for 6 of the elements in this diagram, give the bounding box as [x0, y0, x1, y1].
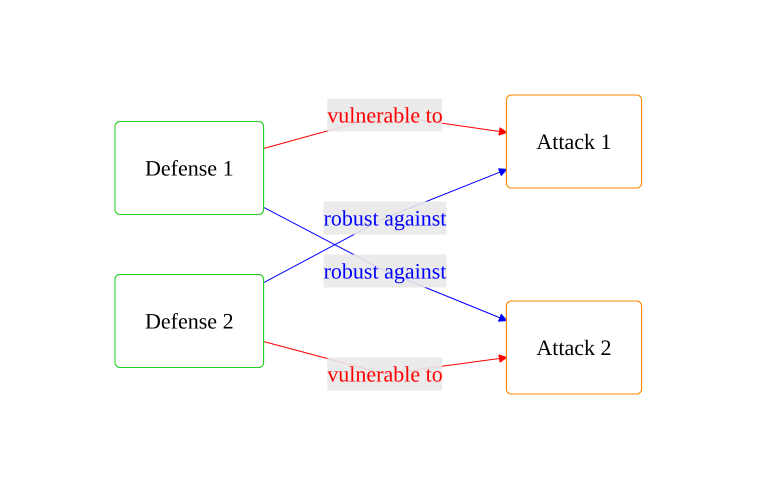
edge-label: vulnerable to — [327, 102, 443, 127]
arrow — [264, 168, 508, 282]
edge-label: vulnerable to — [327, 361, 443, 386]
edge-label: robust against — [324, 205, 447, 230]
edge-label: robust against — [324, 258, 447, 283]
arrow — [264, 206, 508, 322]
